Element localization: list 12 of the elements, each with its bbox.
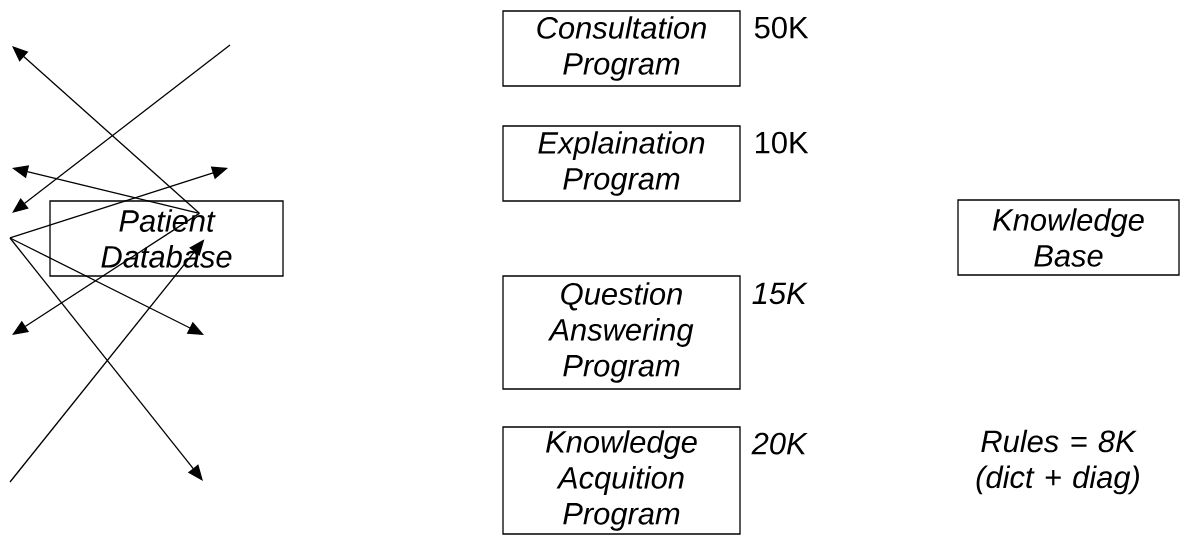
program-box: Question Answering Program (502, 275, 741, 390)
size-label: 15K (752, 282, 808, 305)
size-label: 10K (756, 131, 809, 154)
size-label: 20K (751, 432, 808, 455)
program-box: Knowledge Acquition Program (502, 426, 741, 535)
arrow (12, 212, 200, 335)
program-box: Knowledge Base (957, 199, 1180, 276)
program-box: Explaination Program (502, 125, 741, 202)
arrow (12, 46, 200, 214)
note-text: Rules = 8K (dict + diag) (976, 429, 1139, 495)
program-box: Consultation Program (502, 10, 741, 87)
size-label: 50K (754, 16, 809, 39)
